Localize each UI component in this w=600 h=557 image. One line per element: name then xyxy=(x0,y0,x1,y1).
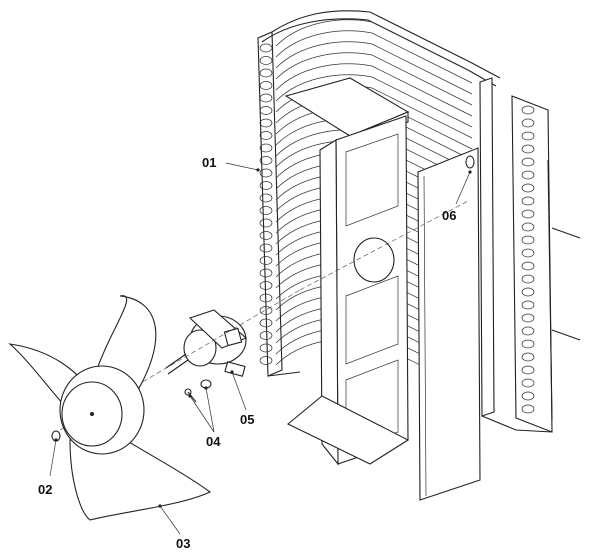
tube-bend xyxy=(521,183,535,193)
tube-bend xyxy=(259,318,273,328)
callout-label-01: 01 xyxy=(202,155,216,170)
callout-01: 01 xyxy=(202,155,260,172)
tube-bend xyxy=(259,168,273,178)
coil-fin xyxy=(275,52,473,106)
tube-bend xyxy=(521,339,535,349)
tube-bend xyxy=(259,231,273,240)
screw-washer-set xyxy=(184,379,212,403)
mount-plate xyxy=(417,147,481,501)
coil-fin xyxy=(275,41,473,95)
tube-bend xyxy=(259,293,273,303)
callout-03: 03 xyxy=(158,504,190,551)
tube-bend xyxy=(521,404,535,414)
callout-02: 02 xyxy=(38,438,58,497)
tube-bend xyxy=(259,156,273,165)
tube-bend xyxy=(521,118,535,128)
tube-bend xyxy=(521,131,535,141)
tube-bend xyxy=(521,313,535,323)
tube-bend xyxy=(521,209,535,219)
callout-label-03: 03 xyxy=(176,536,190,551)
callout-label-06: 06 xyxy=(442,208,456,223)
callout-label-05: 05 xyxy=(240,412,254,427)
tube-bend xyxy=(259,268,273,278)
fan-motor xyxy=(165,309,248,377)
coil-fin xyxy=(275,74,473,128)
tube-bend xyxy=(521,261,535,271)
coil-fin xyxy=(275,19,473,73)
tube-bend xyxy=(259,281,273,290)
tube-bend xyxy=(259,118,273,128)
fan-shroud-bracket xyxy=(284,77,410,466)
coil-fin xyxy=(275,30,473,84)
tube-bend xyxy=(259,331,273,340)
tube-bend xyxy=(521,222,535,232)
tube-bend xyxy=(259,81,273,90)
callout-label-04: 04 xyxy=(206,434,221,449)
tube-bend xyxy=(521,274,535,284)
fan-blade xyxy=(8,295,212,521)
tube-bend xyxy=(521,170,535,180)
tube-bend xyxy=(259,181,273,190)
tube-bend xyxy=(259,243,273,253)
tube-bend xyxy=(259,206,273,215)
tube-bend xyxy=(259,43,273,53)
tube-bend xyxy=(521,105,535,115)
tube-bend xyxy=(521,196,535,206)
tube-bend xyxy=(259,356,273,365)
tube-bend xyxy=(521,378,535,388)
tube-bend xyxy=(259,68,273,78)
tube-bend xyxy=(521,326,535,336)
callout-04: 04 xyxy=(188,386,221,449)
tube-bend xyxy=(521,287,535,297)
tube-bend xyxy=(259,143,273,153)
tube-bend xyxy=(259,93,273,103)
tube-bend xyxy=(259,306,273,315)
tube-bend xyxy=(521,391,535,401)
tube-bend xyxy=(521,235,535,245)
tube-bend xyxy=(521,248,535,258)
tube-bend xyxy=(259,256,273,265)
tube-bend xyxy=(259,131,273,140)
tube-bend xyxy=(259,218,273,228)
tube-bend xyxy=(521,365,535,375)
tube-bend xyxy=(521,157,535,167)
callout-05: 05 xyxy=(230,370,254,427)
tube-bend xyxy=(521,352,535,362)
tube-bend xyxy=(259,343,273,353)
tube-bend xyxy=(521,144,535,154)
tube-bend xyxy=(259,106,273,115)
tube-bend xyxy=(521,300,535,310)
tube-bend xyxy=(259,56,273,65)
coil-fin xyxy=(275,63,473,117)
tube-bend xyxy=(259,193,273,203)
callout-label-02: 02 xyxy=(38,482,52,497)
callout-06: 06 xyxy=(442,170,472,223)
